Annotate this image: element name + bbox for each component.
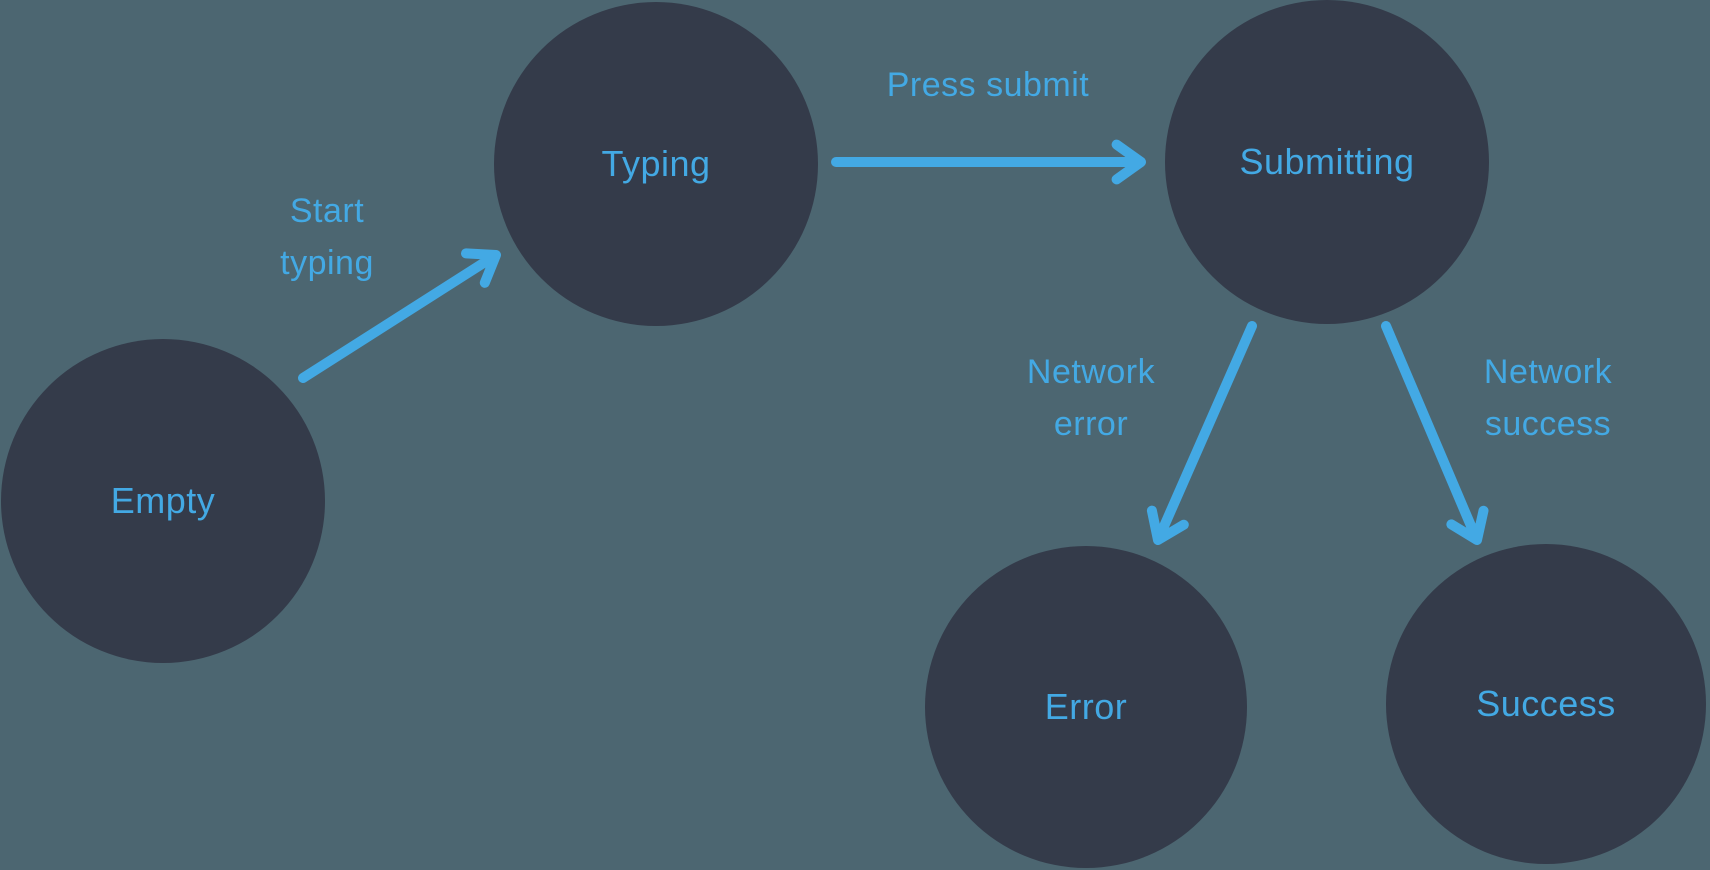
edge-label-line: Press submit (886, 66, 1090, 104)
edge-label-press-submit: Press submit (887, 59, 1090, 111)
state-label-success: Success (1476, 683, 1616, 724)
state-node-success: Success (1386, 544, 1706, 864)
state-label-empty: Empty (110, 480, 216, 521)
edge-label-line: Network (1483, 353, 1613, 391)
state-node-typing: Typing (494, 2, 818, 326)
transition-arrow-network-error (1146, 321, 1257, 545)
transition-arrow-network-success (1381, 321, 1489, 545)
edge-label-network-success: Network success (1484, 346, 1612, 450)
state-node-submitting: Submitting (1165, 0, 1489, 324)
edge-label-network-error: Network error (1027, 346, 1155, 450)
edge-label-line: Start (289, 192, 365, 230)
transition-arrow-press-submit (831, 139, 1146, 185)
edge-label-line: typing (280, 244, 374, 282)
state-node-empty: Empty (1, 339, 325, 663)
edge-label-line: error (1053, 405, 1129, 443)
edge-label-line: Network (1026, 353, 1156, 391)
state-label-error: Error (1044, 686, 1128, 727)
state-label-submitting: Submitting (1239, 141, 1415, 182)
edge-label-line: success (1484, 405, 1612, 443)
state-node-error: Error (925, 546, 1247, 868)
state-label-typing: Typing (601, 143, 711, 184)
edge-label-start-typing: Start typing (280, 185, 374, 289)
